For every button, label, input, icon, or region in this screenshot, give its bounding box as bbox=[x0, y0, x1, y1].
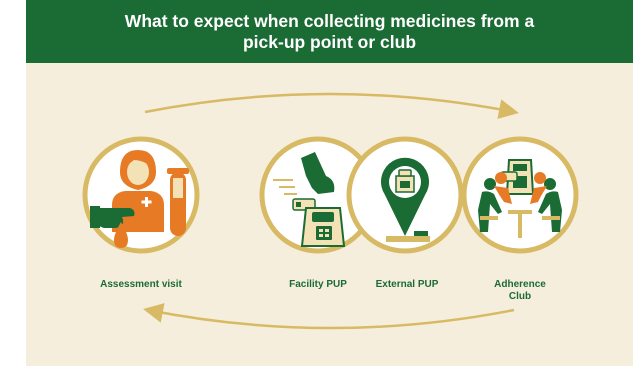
label-external-pup: External PUP bbox=[375, 279, 439, 290]
healthcare-worker-icon bbox=[90, 150, 189, 248]
step-facility-pup bbox=[259, 136, 377, 254]
group-meeting-icon bbox=[478, 159, 562, 238]
page-header: What to expect when collecting medicines… bbox=[26, 0, 633, 63]
hand-with-medicine-bag-icon bbox=[273, 152, 346, 247]
bottom-cycle-arrow bbox=[143, 303, 515, 330]
step-external-pup bbox=[346, 136, 464, 254]
label-assessment-visit: Assessment visit bbox=[100, 279, 182, 290]
label-adherence-club: Adherence Club bbox=[494, 279, 546, 302]
header-title-line-1: What to expect when collecting medicines… bbox=[124, 10, 535, 31]
label-facility-pup: Facility PUP bbox=[289, 279, 347, 290]
map-pin-medicine-icon bbox=[380, 157, 430, 242]
step-assessment-visit bbox=[82, 136, 200, 254]
top-cycle-arrow bbox=[144, 92, 519, 119]
header-title-line-2: pick-up point or club bbox=[242, 31, 417, 52]
step-adherence-club bbox=[461, 136, 579, 254]
